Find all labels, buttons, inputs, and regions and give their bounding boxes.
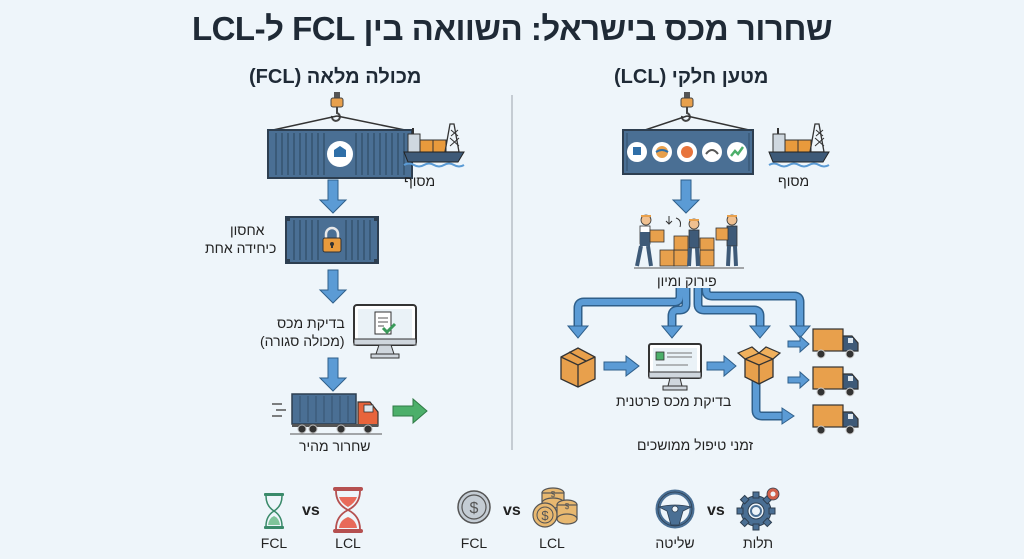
go-arrow-icon <box>392 397 428 425</box>
delivery-truck-icon <box>812 328 859 359</box>
cargo-ship-icon <box>768 123 830 168</box>
flow-arrow-down-icon <box>671 179 701 214</box>
fcl-container-icon <box>267 129 413 179</box>
control-right-label: תלות <box>742 535 774 551</box>
svg-text:$: $ <box>551 490 556 499</box>
vs-label-control: vs <box>707 502 725 519</box>
vs-label-time: vs <box>302 502 320 519</box>
flow-arrow-right-icon <box>787 370 810 390</box>
delivery-truck-icon <box>812 404 859 435</box>
hourglass-red-icon <box>333 487 363 533</box>
crane-hook-icon <box>644 92 750 131</box>
svg-text:$: $ <box>565 502 570 511</box>
fcl-release-label: שחרור מהיר <box>299 438 371 454</box>
fcl-terminal-label: מסוף <box>404 173 436 189</box>
lcl-sorting-label: פירוק ומיון <box>657 273 717 289</box>
svg-text:$: $ <box>470 500 479 517</box>
coin-icon: $ <box>457 490 491 524</box>
hourglass-green-icon <box>264 493 284 529</box>
fast-truck-icon <box>272 393 382 435</box>
fcl-heading: מכולה מלאה (FCL) <box>249 66 422 88</box>
section-divider <box>511 95 513 450</box>
detailed-inspection-monitor-icon <box>648 343 702 391</box>
lcl-terminal-label: מסוף <box>778 173 810 189</box>
locked-container-icon <box>285 216 379 264</box>
svg-text:$: $ <box>541 508 549 523</box>
flow-arrow-down-icon <box>318 179 348 214</box>
fcl-inspection-label-2: (מכולה סגורה) <box>260 333 345 349</box>
time-right-label: LCL <box>335 535 361 551</box>
flow-arrow-down-icon <box>318 269 348 304</box>
control-left-label: שליטה <box>655 535 695 551</box>
flow-arrow-right-icon <box>706 354 737 378</box>
fcl-inspection-label-1: בדיקת מכס <box>277 315 345 331</box>
lcl-heading: מטען חלקי (LCL) <box>614 66 769 88</box>
customs-inspection-monitor-icon <box>353 304 417 359</box>
workers-sorting-icon <box>634 214 744 269</box>
flow-arrow-right-icon <box>787 334 810 354</box>
time-left-label: FCL <box>260 535 288 551</box>
crane-hook-icon <box>272 92 406 131</box>
page-title: שחרור מכס בישראל: השוואה בין FCL ל-LCL <box>191 10 833 47</box>
cost-left-label: FCL <box>460 535 488 551</box>
closed-box-icon <box>560 347 596 388</box>
vs-label-cost: vs <box>503 502 521 519</box>
flow-arrow-down-icon <box>318 357 348 392</box>
open-box-icon <box>736 346 782 385</box>
lcl-mixed-container-icon <box>622 129 754 175</box>
coin-stack-icon: $ $ $ <box>532 487 578 528</box>
flow-arrow-right-icon <box>603 354 640 378</box>
fcl-storage-label-1: אחסון <box>230 222 265 238</box>
cargo-ship-icon <box>403 123 465 168</box>
fcl-storage-label-2: כיחידה אחת <box>205 240 277 256</box>
branching-flow-arrows <box>566 285 812 425</box>
lcl-delay-label: זמני טיפול ממושכים <box>637 437 754 453</box>
delivery-truck-icon <box>812 366 859 397</box>
gears-icon <box>736 487 780 531</box>
cost-right-label: LCL <box>539 535 565 551</box>
steering-wheel-icon <box>655 489 695 529</box>
lcl-inspection-label: בדיקת מכס פרטנית <box>616 393 732 409</box>
